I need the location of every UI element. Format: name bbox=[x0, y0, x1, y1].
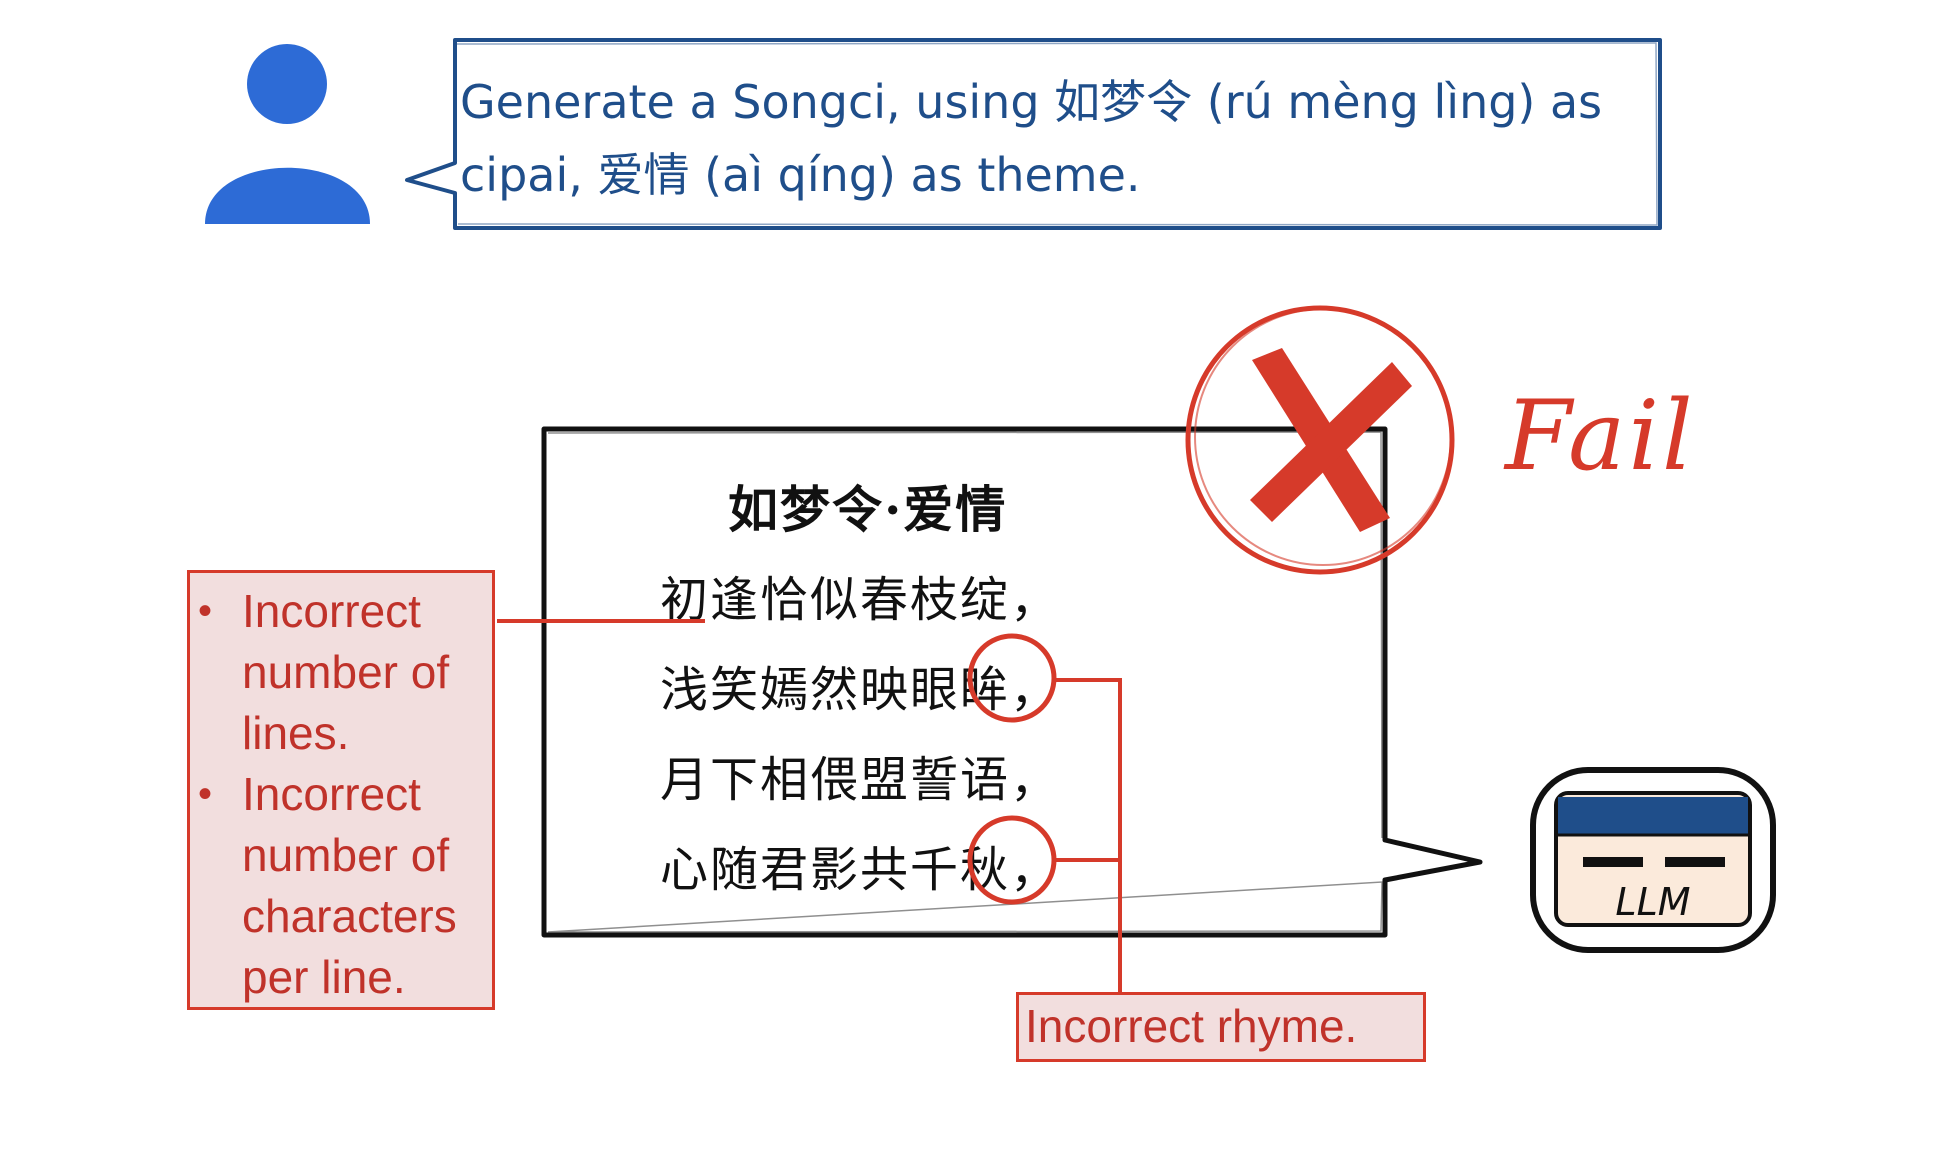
poem-line: 心随君影共千秋， bbox=[660, 842, 1061, 898]
rhyme-error-box: Incorrect rhyme. bbox=[1016, 992, 1426, 1062]
structure-errors-box: Incorrect number of lines. Incorrect num… bbox=[187, 570, 495, 1010]
prompt-bubble bbox=[405, 38, 1662, 230]
fail-label: Fail bbox=[1505, 380, 1696, 492]
error-item-lines: Incorrect number of lines. bbox=[198, 581, 492, 764]
user-avatar-icon bbox=[205, 44, 370, 224]
fail-x-icon bbox=[1185, 305, 1455, 575]
poem-line: 初逢恰似春枝绽， bbox=[660, 572, 1061, 628]
structure-errors-list: Incorrect number of lines. Incorrect num… bbox=[190, 581, 492, 1008]
prompt-line-1: Generate a Songci, using 如梦令 (rú mèng lì… bbox=[460, 75, 1603, 129]
llm-icon: LLM bbox=[1530, 767, 1776, 953]
poem-line: 月下相偎盟誓语， bbox=[660, 752, 1061, 808]
poem-line: 浅笑嫣然映眼眸， bbox=[660, 662, 1061, 718]
error-item-characters: Incorrect number of characters per line. bbox=[198, 764, 492, 1008]
prompt-text: Generate a Songci, using 如梦令 (rú mèng lì… bbox=[460, 66, 1650, 212]
poem-title: 如梦令·爱情 bbox=[728, 480, 1008, 539]
prompt-line-2: cipai, 爱情 (aì qíng) as theme. bbox=[460, 148, 1141, 202]
llm-label: LLM bbox=[1615, 880, 1690, 924]
